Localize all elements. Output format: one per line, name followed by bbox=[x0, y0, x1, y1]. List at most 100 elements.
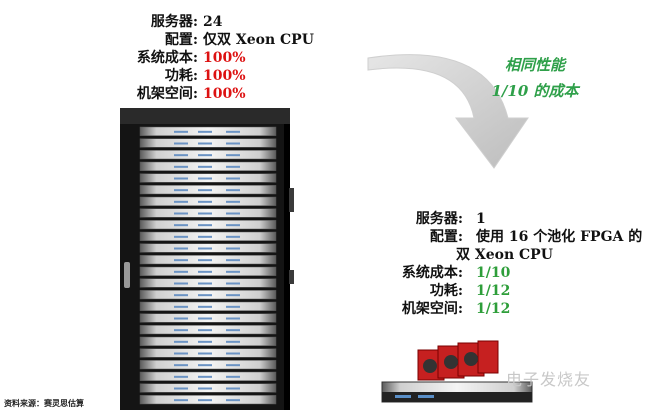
spec-value: 24 bbox=[203, 14, 223, 30]
rack-unit-led bbox=[226, 177, 240, 180]
rack-unit-led bbox=[174, 329, 188, 332]
highlight-line-performance: 相同性能 bbox=[504, 56, 565, 74]
rack-unit-led bbox=[198, 364, 212, 367]
rack-unit-led bbox=[174, 224, 188, 227]
server-led bbox=[395, 395, 411, 398]
spec-value: 1 bbox=[476, 211, 486, 227]
rack-unit-led bbox=[226, 200, 240, 203]
rack-unit-led bbox=[198, 340, 212, 343]
spec-value: 100% bbox=[203, 68, 246, 84]
rack-unit-led bbox=[174, 247, 188, 250]
rack-handle bbox=[124, 262, 130, 288]
rack-unit-led bbox=[198, 165, 212, 168]
rack-unit-led bbox=[226, 294, 240, 297]
rack-unit-led bbox=[226, 340, 240, 343]
rack-unit-led bbox=[174, 399, 188, 402]
rack-unit-led bbox=[198, 329, 212, 332]
rack-unit-led bbox=[226, 154, 240, 157]
rack-unit-led bbox=[198, 282, 212, 285]
fpga-fan bbox=[423, 359, 437, 373]
rack-unit-led bbox=[226, 282, 240, 285]
spec-label: 功耗: bbox=[429, 283, 463, 299]
server-rack bbox=[120, 108, 294, 410]
rack-unit-led bbox=[174, 177, 188, 180]
rack-unit-led bbox=[226, 142, 240, 145]
spec-label: 机架空间: bbox=[136, 86, 198, 102]
rack-unit-led bbox=[198, 189, 212, 192]
rack-unit-led bbox=[226, 305, 240, 308]
rack-unit-led bbox=[174, 364, 188, 367]
rack-unit-led bbox=[174, 142, 188, 145]
spec-value: 100% bbox=[203, 50, 246, 66]
rack-unit-led bbox=[174, 165, 188, 168]
rack-unit-led bbox=[174, 200, 188, 203]
rack-unit-led bbox=[226, 352, 240, 355]
rack-unit-led bbox=[226, 212, 240, 215]
highlight-line-cost: 1/10 的成本 bbox=[491, 82, 579, 100]
rack-top-panel bbox=[120, 108, 290, 124]
rack-unit-led bbox=[198, 130, 212, 133]
rack-unit-led bbox=[226, 189, 240, 192]
rack-unit-led bbox=[198, 305, 212, 308]
spec-value-continued: 双 Xeon CPU bbox=[456, 247, 553, 263]
highlight-text: 相同性能 1/10 的成本 bbox=[470, 52, 600, 104]
rack-unit-led bbox=[198, 247, 212, 250]
rack-unit-led bbox=[174, 352, 188, 355]
rack-unit-led bbox=[174, 294, 188, 297]
rack-unit-led bbox=[226, 259, 240, 262]
spec-value: 1/10 bbox=[476, 265, 511, 281]
rack-server-units bbox=[139, 126, 277, 405]
rack-unit-led bbox=[198, 259, 212, 262]
rack-unit-led bbox=[174, 305, 188, 308]
spec-label: 机架空间: bbox=[401, 301, 463, 317]
rack-unit-led bbox=[174, 340, 188, 343]
rack-unit-led bbox=[198, 142, 212, 145]
rack-unit-led bbox=[226, 224, 240, 227]
rack-unit-led bbox=[226, 317, 240, 320]
spec-value: 100% bbox=[203, 86, 246, 102]
spec-value: 仅双 Xeon CPU bbox=[203, 32, 314, 48]
spec-label: 服务器: bbox=[150, 14, 198, 30]
rack-unit-led bbox=[198, 317, 212, 320]
server-led bbox=[418, 395, 434, 398]
rack-right-latch bbox=[289, 188, 294, 212]
rack-unit-led bbox=[174, 130, 188, 133]
rack-unit-led bbox=[174, 375, 188, 378]
rack-unit-led bbox=[226, 130, 240, 133]
rack-unit-led bbox=[174, 259, 188, 262]
rack-unit-led bbox=[198, 224, 212, 227]
rack-unit-led bbox=[226, 235, 240, 238]
spec-label: 配置: bbox=[164, 32, 198, 48]
rack-unit-led bbox=[198, 212, 212, 215]
rack-unit-led bbox=[198, 294, 212, 297]
rack-unit-led bbox=[174, 282, 188, 285]
spec-label: 系统成本: bbox=[136, 50, 198, 66]
curved-arrow bbox=[367, 54, 529, 169]
rack-side-rail bbox=[284, 124, 290, 410]
rack-unit-led bbox=[174, 154, 188, 157]
watermark: 电子发烧友 bbox=[506, 370, 592, 389]
rack-unit-led bbox=[174, 387, 188, 390]
rack-unit-led bbox=[174, 235, 188, 238]
fpga-server bbox=[381, 340, 533, 403]
spec-value: 1/12 bbox=[476, 283, 511, 299]
rack-unit-led bbox=[198, 399, 212, 402]
spec-label: 系统成本: bbox=[401, 265, 463, 281]
server-front-strip bbox=[382, 392, 532, 402]
rack-unit-led bbox=[226, 375, 240, 378]
rack-unit-led bbox=[174, 212, 188, 215]
spec-label: 功耗: bbox=[164, 68, 198, 84]
rack-unit-led bbox=[198, 177, 212, 180]
spec-label: 配置: bbox=[429, 229, 463, 245]
rack-unit-led bbox=[226, 165, 240, 168]
rack-unit-led bbox=[226, 270, 240, 273]
rack-unit-led bbox=[198, 200, 212, 203]
spec-value: 1/12 bbox=[476, 301, 511, 317]
source-note: 资料来源：赛灵思估算 bbox=[4, 399, 84, 408]
rack-unit-led bbox=[198, 375, 212, 378]
rack-unit-led bbox=[226, 364, 240, 367]
rack-unit-led bbox=[198, 235, 212, 238]
rack-unit-led bbox=[226, 387, 240, 390]
rack-unit-led bbox=[198, 270, 212, 273]
